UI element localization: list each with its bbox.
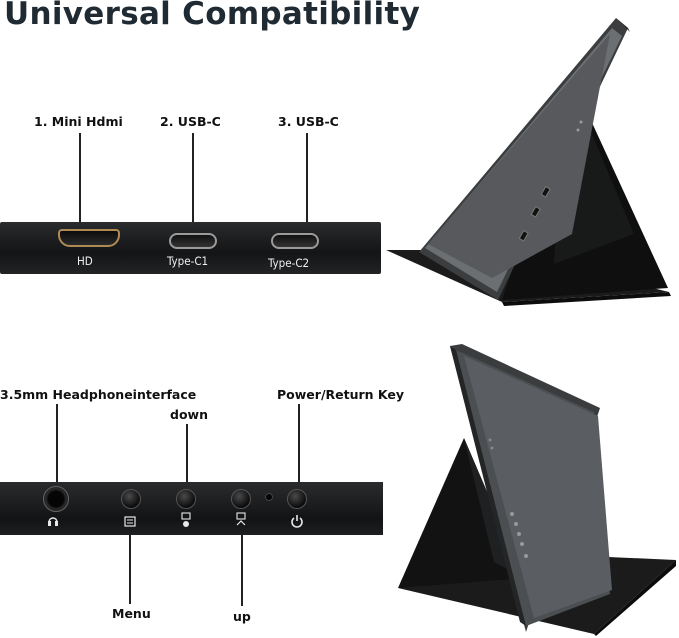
callout-mini-hdmi: 1. Mini Hdmi xyxy=(34,114,123,129)
headphone-icon xyxy=(48,517,58,526)
down-icon xyxy=(181,512,191,527)
leader-line-up xyxy=(241,526,243,606)
leader-line-down xyxy=(186,424,188,490)
callout-down: down xyxy=(170,407,208,422)
headphone-jack xyxy=(43,486,69,512)
leader-line-menu xyxy=(129,526,131,604)
leader-line-headphone xyxy=(56,404,58,488)
menu-icon xyxy=(124,516,136,527)
callout-usb-c-2: 3. USB-C xyxy=(278,114,339,129)
leader-line-usbc2 xyxy=(306,133,308,233)
port-label-type-c2: Type-C2 xyxy=(268,256,310,270)
callout-menu: Menu xyxy=(112,606,151,621)
port-label-hd: HD xyxy=(77,254,93,268)
leader-line-power xyxy=(298,404,300,490)
menu-button[interactable] xyxy=(121,489,141,509)
monitor-side-controls-image xyxy=(398,344,676,636)
callout-headphone: 3.5mm Headphoneinterface xyxy=(0,387,197,402)
leader-line-hdmi xyxy=(79,133,81,229)
up-icon xyxy=(236,512,246,526)
usb-c-port-2 xyxy=(271,233,319,249)
up-button[interactable] xyxy=(231,489,251,509)
mini-hdmi-port xyxy=(58,229,120,247)
down-button[interactable] xyxy=(176,489,196,509)
indicator-led xyxy=(265,493,273,501)
usb-c-port-1 xyxy=(169,233,217,249)
power-return-button[interactable] xyxy=(287,489,307,509)
callout-power: Power/Return Key xyxy=(277,387,404,402)
monitor-side-ports-image xyxy=(386,18,671,306)
callout-usb-c-1: 2. USB-C xyxy=(160,114,221,129)
leader-line-usbc1 xyxy=(192,133,194,231)
page-title: Universal Compatibility xyxy=(4,0,421,32)
callout-up: up xyxy=(233,609,251,624)
port-label-type-c1: Type-C1 xyxy=(167,254,209,268)
power-return-icon xyxy=(291,515,303,528)
